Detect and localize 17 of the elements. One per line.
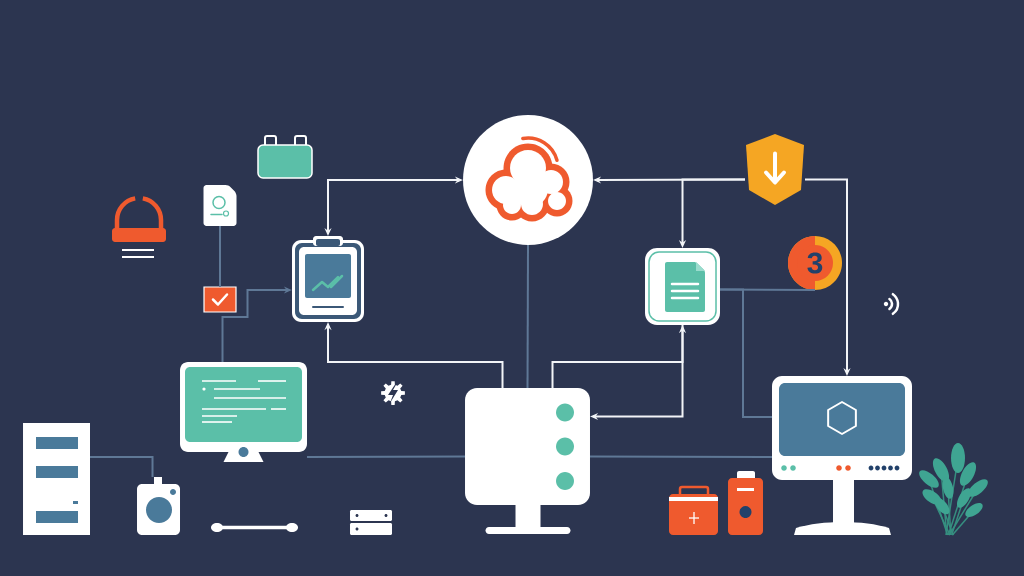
- connector-line: [719, 288, 816, 291]
- connector-line: [89, 456, 154, 478]
- connector-line: [589, 455, 773, 458]
- monitor: [180, 362, 307, 462]
- number-badge: 3: [788, 236, 842, 290]
- connector-line: [526, 244, 529, 389]
- cloud-circle: [463, 115, 593, 245]
- document-tile: [645, 248, 720, 325]
- tablet: [292, 236, 364, 322]
- checkbox: [203, 286, 237, 313]
- camera: [137, 477, 180, 535]
- monitor: [772, 376, 912, 535]
- shield-icon: [746, 134, 804, 205]
- tower-computer: [23, 423, 90, 535]
- connector-line: [306, 455, 466, 458]
- connector-line: [219, 225, 221, 288]
- file-icon: [203, 185, 237, 226]
